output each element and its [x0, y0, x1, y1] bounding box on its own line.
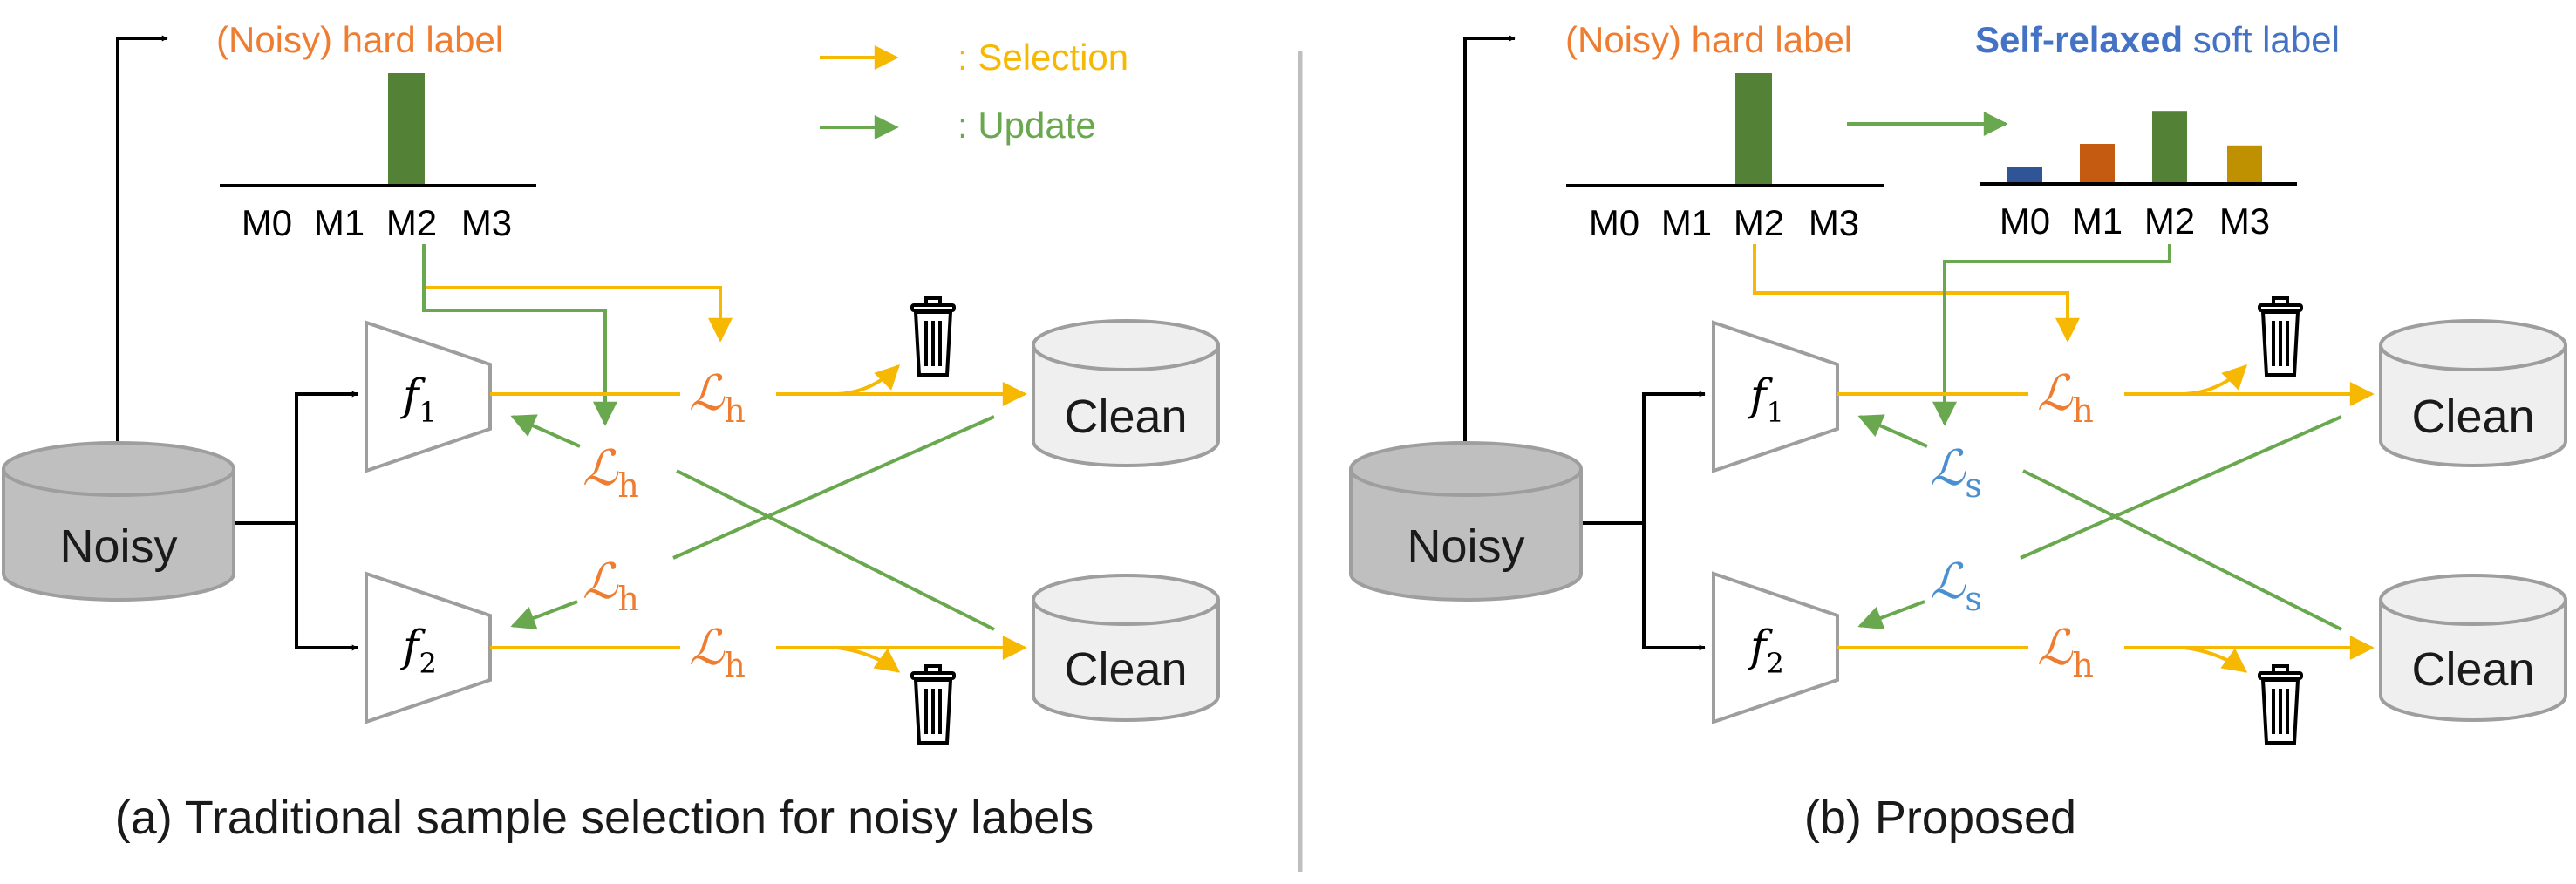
clean-db-top-b: Clean: [2379, 319, 2567, 467]
loss-bottom-main-a: ℒh: [689, 620, 746, 684]
class-label-m2-b: M2: [1734, 202, 1784, 243]
class-label-m1-b: M1: [1661, 202, 1712, 243]
soft-label-title: Self-relaxed soft label: [1975, 19, 2340, 60]
model-f1-b: [1712, 320, 1839, 473]
soft-label-bar-m3: [2227, 145, 2262, 183]
soft-class-label-m2: M2: [2144, 201, 2195, 241]
trash-icon: [2258, 296, 2303, 377]
trash-icon: [910, 664, 956, 745]
clean-db-bottom-b: Clean: [2379, 574, 2567, 722]
legend-selection-label: : Selection: [957, 37, 1128, 78]
class-label-m3-b: M3: [1809, 202, 1859, 243]
loss-to-f2-update-arrow-b: [1857, 600, 1925, 630]
loss-bottom-cross-b: ℒs: [1930, 554, 1982, 618]
panel-a: (Noisy) hard label M0 M1 M2 M3 : Selecti…: [2, 19, 1220, 844]
soft-label-bar-m1: [2080, 144, 2115, 183]
class-label-m0-a: M0: [242, 202, 292, 243]
loss-top-cross-b: ℒs: [1930, 440, 1982, 505]
soft-label-bar-m0: [2007, 167, 2042, 183]
caption-b: (b) Proposed: [1804, 792, 2076, 844]
hard-label-bar-m2-b: [1735, 73, 1772, 185]
model-f2-a: [365, 571, 492, 724]
hard-label-bar-m2-a: [388, 73, 425, 185]
noisy-db-a: Noisy: [2, 441, 235, 602]
panel-b: (Noisy) hard label M0 M1 M2 M3 Self-rela…: [1349, 19, 2567, 844]
class-label-m3-a: M3: [461, 202, 512, 243]
class-label-m0-b: M0: [1589, 202, 1639, 243]
loss-top-cross-a: ℒh: [583, 440, 639, 505]
soft-label-update-path-b: [1932, 244, 2171, 426]
noisy-db-label-b: Noisy: [1407, 520, 1524, 573]
soft-class-label-m3: M3: [2219, 201, 2270, 241]
loss-top-main-a: ℒh: [689, 365, 746, 430]
label-update-path-a: [422, 244, 617, 426]
loss-top-main-b: ℒh: [2037, 365, 2094, 430]
trash-icon: [910, 296, 956, 377]
noisy-to-hard-label-arrow-a: [116, 35, 168, 443]
soft-label-bars: [2007, 111, 2262, 183]
model-f2-b: [1712, 571, 1839, 724]
loss-bottom-cross-a: ℒh: [583, 554, 639, 618]
clean-db-bottom-a: Clean: [1032, 574, 1220, 722]
noisy-db-label-a: Noisy: [59, 520, 177, 573]
loss-bottom-main-b: ℒh: [2037, 620, 2094, 684]
caption-a: (a) Traditional sample selection for noi…: [115, 792, 1094, 844]
clean-db-top-label-b: Clean: [2411, 391, 2534, 443]
legend-update-label: : Update: [957, 105, 1096, 146]
discard-bottom-arrow-a: [836, 646, 901, 673]
discard-top-arrow-b: [2184, 364, 2247, 396]
loss-to-f1-update-arrow-a: [510, 414, 581, 448]
class-label-m2-a: M2: [386, 202, 437, 243]
soft-class-label-m0: M0: [2000, 201, 2050, 241]
clean-db-bottom-label-b: Clean: [2411, 643, 2534, 696]
hard-label-title-a: (Noisy) hard label: [216, 19, 503, 60]
hard-label-title-b: (Noisy) hard label: [1565, 19, 1852, 60]
loss-to-f2-update-arrow-a: [510, 600, 578, 630]
noisy-db-b: Noisy: [1349, 441, 1583, 602]
trash-icon: [2258, 664, 2303, 745]
model-f1-a: [365, 320, 492, 473]
class-label-m1-a: M1: [314, 202, 365, 243]
clean-bottom-to-loss-line-b: [2022, 469, 2342, 631]
loss-to-f1-update-arrow-b: [1857, 414, 1928, 448]
clean-db-bottom-label-a: Clean: [1064, 643, 1187, 696]
noisy-to-hard-label-arrow-b: [1463, 35, 1516, 443]
clean-bottom-to-loss-line-a: [676, 469, 995, 631]
discard-bottom-arrow-b: [2184, 646, 2248, 673]
clean-db-top-label-a: Clean: [1064, 391, 1187, 443]
soft-label-bar-m2: [2152, 111, 2187, 183]
discard-top-arrow-a: [836, 364, 900, 396]
clean-top-to-loss-line-a: [672, 415, 995, 560]
soft-class-label-m1: M1: [2072, 201, 2123, 241]
clean-top-to-loss-line-b: [2020, 415, 2342, 560]
label-selection-path-b: [1753, 244, 2080, 343]
label-selection-path-a: [422, 244, 733, 343]
clean-db-top-a: Clean: [1032, 319, 1220, 467]
